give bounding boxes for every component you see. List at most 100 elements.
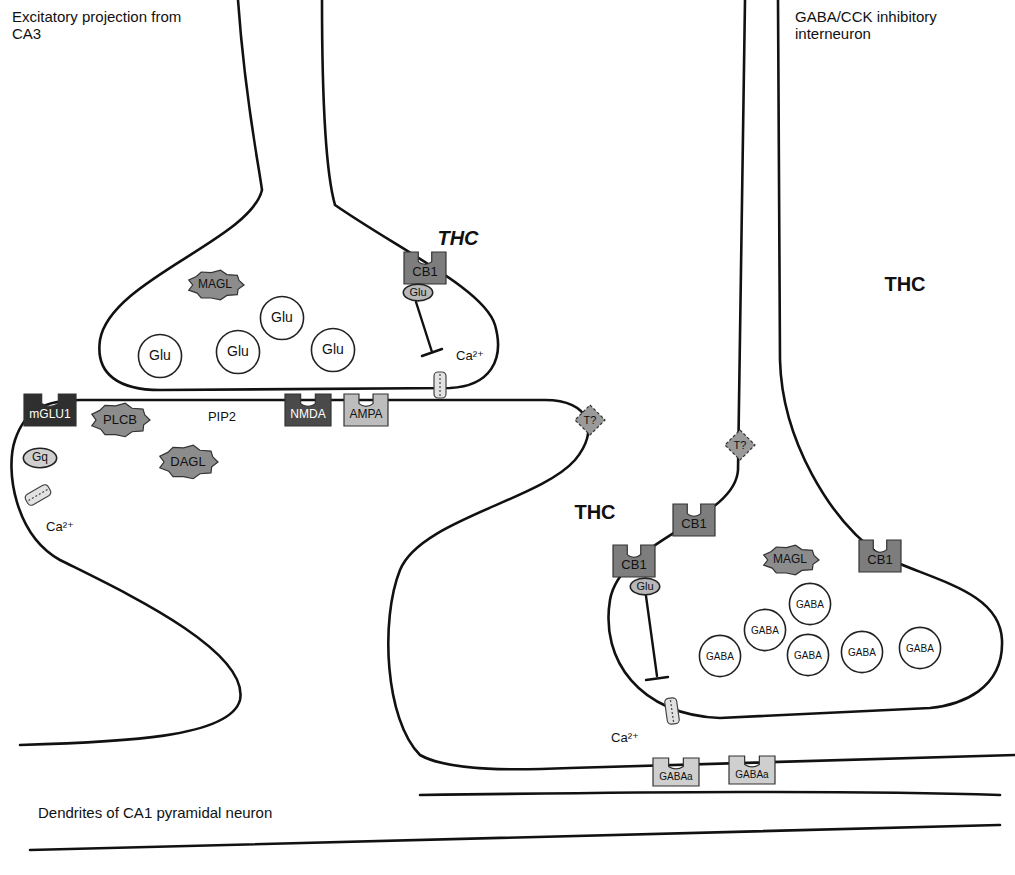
shape-fill: [729, 756, 775, 784]
shape-fill: [630, 578, 659, 595]
inhibition-bar: [422, 349, 442, 356]
shape-fill: [763, 545, 818, 575]
shape-fill: [285, 394, 331, 426]
shape-fill: [653, 758, 699, 786]
vesicle-circle: GABA: [787, 634, 829, 676]
shape-fill: [673, 504, 715, 536]
node-text: CB1: [412, 256, 437, 279]
enzyme-shape: MAGL: [762, 545, 819, 575]
calcium-channel: [664, 697, 680, 724]
shape-fill: [92, 403, 150, 436]
node-text: GABAa: [735, 760, 768, 780]
vesicle-circle: Glu: [311, 328, 355, 372]
node-text: Glu: [636, 580, 653, 592]
dendrite-outline: [30, 825, 1000, 850]
interneuron-terminal-outline: [608, 0, 1002, 718]
lipid-label: PIP2: [206, 410, 238, 425]
shape-fill: [575, 405, 605, 435]
node-text: CB1: [681, 508, 706, 531]
shape-fill: [859, 540, 901, 572]
vesicle-circle: GABA: [899, 627, 941, 669]
node-text: GABA: [751, 625, 779, 636]
shape-fill: [899, 627, 940, 668]
shape-fill: [613, 545, 655, 577]
shape-fill: [160, 445, 218, 478]
drug-label: THC: [435, 227, 480, 250]
node-text: T?: [734, 439, 747, 451]
shape-fill: [24, 394, 76, 426]
node-text: T?: [584, 414, 597, 426]
calcium-channel: [434, 372, 446, 398]
enzyme-shape: DAGL: [158, 445, 218, 479]
node-text: GABA: [706, 651, 734, 662]
node-text: GABAa: [659, 762, 692, 782]
shape-fill: [260, 296, 303, 339]
ligand-ellipse: Glu: [630, 578, 660, 595]
node-text: Glu: [322, 342, 344, 357]
inhibition-line: [416, 302, 432, 352]
ion-label: Ca²⁺: [454, 349, 486, 364]
vesicle-circle: Glu: [260, 296, 304, 340]
region-label: Excitatory projection from CA3: [12, 8, 187, 43]
region-label: Dendrites of CA1 pyramidal neuron: [38, 804, 358, 821]
shape-fill: [23, 448, 56, 468]
vesicle-circle: Glu: [138, 334, 182, 378]
shape-fill: [216, 330, 259, 373]
receptor-shape: CB1: [673, 504, 715, 536]
shape-fill: [789, 583, 830, 624]
shape-fill: [841, 631, 882, 672]
receptor-shape: CB1: [404, 252, 446, 284]
receptor-shape: mGLU1: [24, 394, 76, 426]
vesicle-circle: Glu: [216, 330, 260, 374]
node-text: MAGL: [773, 553, 807, 566]
transporter-diamond: T?: [725, 430, 755, 460]
node-text: GABA: [906, 643, 934, 654]
receptor-shape: NMDA: [285, 394, 331, 426]
enzyme-shape: PLCB: [90, 403, 150, 437]
vesicle-circle: GABA: [789, 583, 831, 625]
dendrite-outline: [420, 792, 1000, 795]
node-text: GABA: [794, 650, 822, 661]
node-text: Glu: [409, 286, 426, 298]
node-text: mGLU1: [29, 399, 70, 421]
receptor-shape: GABAa: [653, 758, 699, 786]
vesicle-circle: GABA: [699, 635, 741, 677]
shape-fill: [404, 252, 446, 284]
shape-fill: [311, 328, 354, 371]
node-text: GABA: [796, 599, 824, 610]
node-text: Glu: [271, 310, 293, 325]
node-text: Glu: [149, 348, 171, 363]
receptor-shape: AMPA: [344, 394, 388, 426]
drug-label: THC: [882, 273, 927, 296]
node-text: GABA: [848, 647, 876, 658]
shape-fill: [699, 635, 740, 676]
region-label: GABA/CCK inhibitory interneuron: [795, 8, 975, 43]
excitatory-terminal-outline: [99, 0, 498, 390]
enzyme-shape: MAGL: [187, 270, 244, 300]
node-text: CB1: [867, 544, 892, 567]
ligand-ellipse: Glu: [403, 284, 433, 301]
shape-fill: [188, 270, 243, 300]
shape-fill: [744, 609, 785, 650]
node-text: AMPA: [349, 399, 382, 421]
inhibition-bar: [646, 677, 668, 680]
shape-fill: [787, 634, 828, 675]
drug-label: THC: [572, 501, 617, 524]
shape-fill: [725, 430, 755, 460]
receptor-shape: GABAa: [729, 756, 775, 784]
ion-label: Ca²⁺: [609, 731, 641, 746]
receptor-shape: CB1: [859, 540, 901, 572]
node-text: PLCB: [103, 413, 137, 427]
transporter-diamond: T?: [575, 405, 605, 435]
receptor-shape: CB1: [613, 545, 655, 577]
protein-ellipse: Gq: [23, 448, 57, 468]
ion-label: Ca²⁺: [44, 520, 76, 535]
shape-fill: [344, 394, 388, 426]
vesicle-circle: GABA: [744, 609, 786, 651]
calcium-channel: [24, 483, 53, 506]
shape-fill: [403, 284, 432, 301]
node-text: CB1: [621, 549, 646, 572]
node-text: Gq: [32, 451, 48, 464]
node-text: DAGL: [170, 455, 205, 469]
node-text: Glu: [227, 344, 249, 359]
